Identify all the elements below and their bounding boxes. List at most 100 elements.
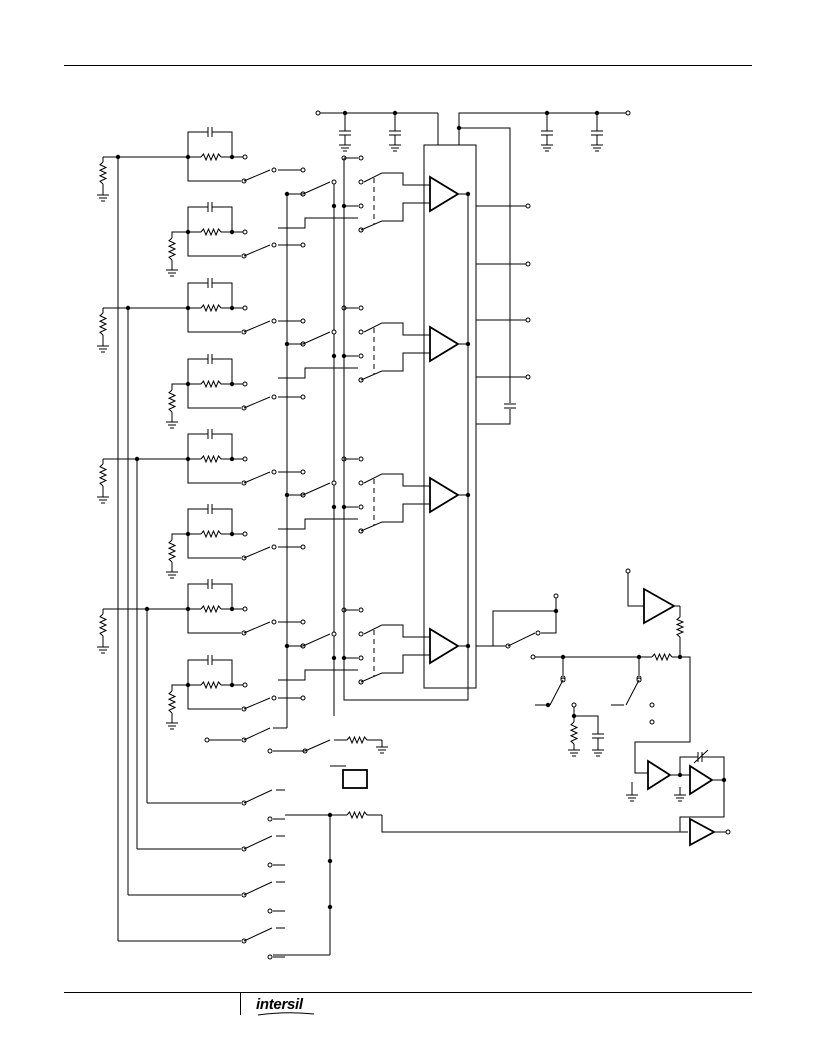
intersil-logo: intersil xyxy=(256,996,303,1013)
wire xyxy=(382,322,430,336)
wire xyxy=(278,367,358,379)
terminal-icon xyxy=(358,353,364,359)
wire xyxy=(278,217,358,229)
variable-cap-arrow xyxy=(693,749,709,764)
terminal-icon xyxy=(271,394,277,400)
switch-icon xyxy=(243,471,271,484)
wire xyxy=(476,409,511,425)
terminal-icon xyxy=(331,179,337,185)
terminal-icon xyxy=(358,203,364,209)
junction-dot xyxy=(229,229,235,235)
terminal-icon xyxy=(300,544,306,550)
wire xyxy=(382,202,430,222)
footer-divider xyxy=(240,993,241,1015)
terminal-icon xyxy=(358,631,364,637)
switch-icon xyxy=(243,320,271,333)
wire xyxy=(212,131,233,157)
amplifier-array-box xyxy=(423,144,477,689)
switch-icon xyxy=(360,521,383,532)
wire xyxy=(187,157,241,182)
switch-icon xyxy=(302,331,331,345)
junction-dot xyxy=(331,353,337,359)
mux-amp-icon xyxy=(429,325,460,363)
terminal-icon xyxy=(242,381,248,387)
terminal-icon xyxy=(242,305,248,311)
wire xyxy=(382,473,430,487)
wire xyxy=(627,571,644,607)
terminal-icon xyxy=(331,480,337,486)
wire xyxy=(679,756,698,775)
terminal-icon xyxy=(525,374,531,380)
terminal-icon xyxy=(649,719,655,725)
terminal-icon xyxy=(271,695,277,701)
switch-icon xyxy=(243,169,271,182)
junction-dot xyxy=(545,702,551,708)
wire xyxy=(459,127,511,403)
wire xyxy=(382,624,430,638)
junction-dot xyxy=(229,305,235,311)
terminal-icon xyxy=(271,318,277,324)
capacitor-icon xyxy=(207,127,213,137)
terminal-icon xyxy=(271,544,277,550)
mux-amp-icon xyxy=(429,175,460,213)
terminal-icon xyxy=(242,531,248,537)
terminal-icon xyxy=(625,110,631,116)
terminal-icon xyxy=(242,456,248,462)
terminal-icon xyxy=(204,737,210,743)
wire xyxy=(187,659,208,685)
junction-dot xyxy=(284,341,290,347)
terminal-icon xyxy=(535,630,541,636)
wire xyxy=(212,508,233,534)
wire xyxy=(278,669,358,681)
output-amp-icon xyxy=(689,817,716,847)
resistor-icon xyxy=(346,810,368,820)
wire xyxy=(187,433,208,459)
switch-icon xyxy=(302,181,331,195)
terminal-icon xyxy=(242,229,248,235)
wire xyxy=(187,685,241,710)
terminal-icon xyxy=(271,619,277,625)
terminal-icon xyxy=(525,261,531,267)
terminal-icon xyxy=(267,748,273,754)
terminal-icon xyxy=(358,305,364,311)
wire xyxy=(212,659,233,685)
switch-icon xyxy=(243,789,273,804)
resistor-icon xyxy=(200,379,222,389)
junction-dot xyxy=(284,191,290,197)
wire xyxy=(212,206,233,232)
terminal-icon xyxy=(242,606,248,612)
resistor-icon xyxy=(200,454,222,464)
resistor-icon xyxy=(98,463,108,487)
wire xyxy=(492,596,557,646)
wire xyxy=(187,384,241,409)
wire xyxy=(278,518,358,530)
terminal-icon xyxy=(525,317,531,323)
capacitor-icon xyxy=(207,579,213,589)
switch-icon xyxy=(243,835,273,850)
capacitor-icon xyxy=(207,354,213,364)
wire xyxy=(679,780,725,833)
terminal-icon xyxy=(300,394,306,400)
wire xyxy=(363,322,383,333)
wire xyxy=(187,459,241,484)
wire xyxy=(187,131,208,157)
resistor-icon xyxy=(200,227,222,237)
switch-icon xyxy=(243,621,271,634)
wire xyxy=(212,583,233,609)
terminal-icon xyxy=(300,619,306,625)
header-rule xyxy=(64,65,752,66)
terminal-icon xyxy=(358,456,364,462)
wire xyxy=(187,609,241,634)
capacitor-icon xyxy=(207,504,213,514)
resistor-icon xyxy=(167,237,177,261)
terminal-icon xyxy=(331,631,337,637)
junction-dot xyxy=(229,606,235,612)
relay-icon xyxy=(342,769,368,789)
terminal-icon xyxy=(553,593,559,599)
terminal-icon xyxy=(242,154,248,160)
junction-dot xyxy=(229,682,235,688)
terminal-icon xyxy=(242,682,248,688)
resistor-icon xyxy=(346,735,368,745)
resistor-icon xyxy=(200,604,222,614)
